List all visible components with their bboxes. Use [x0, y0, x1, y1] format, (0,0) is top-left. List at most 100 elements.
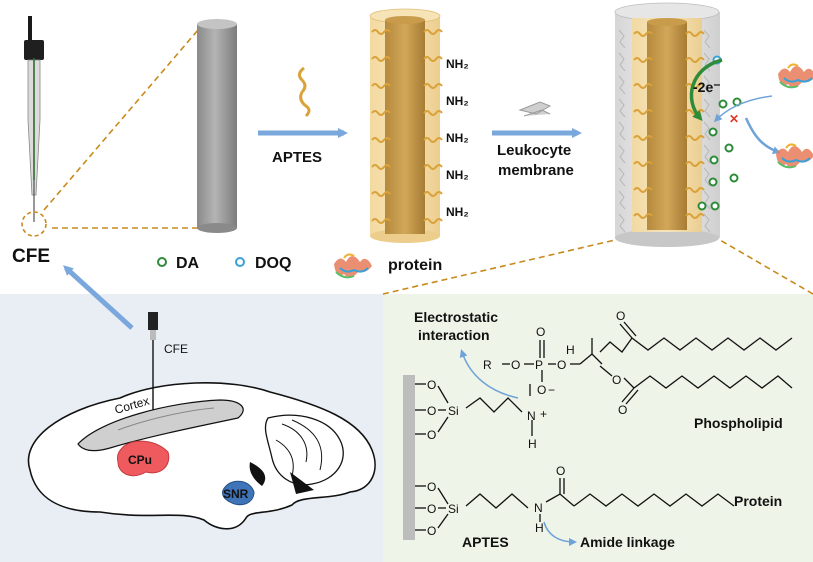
linker-wave: [371, 164, 391, 170]
brain-to-cfe-arrow: [63, 265, 134, 330]
protein-legend-icon: [334, 253, 372, 279]
membrane-protein: [618, 167, 626, 187]
membrane-protein: [618, 121, 626, 141]
membrane-arrow-label-1: Leukocyte: [497, 142, 571, 159]
doq-legend-dot: [235, 257, 245, 267]
da-molecule: [709, 155, 719, 165]
svg-text:O: O: [616, 309, 625, 323]
electrostatic-arrow: [459, 349, 519, 399]
linker-wave: [423, 110, 443, 116]
membrane-protein: [703, 213, 711, 233]
electrostatic-label-2: interaction: [418, 327, 490, 343]
chemistry-panel: [383, 294, 813, 562]
membrane-protein: [618, 213, 626, 233]
amide-linkage-label: Amide linkage: [580, 534, 675, 550]
membrane-protein: [703, 190, 711, 210]
linker-wave: [633, 109, 653, 115]
da-molecule: [708, 177, 718, 187]
svg-text:O: O: [427, 524, 436, 538]
svg-text:O: O: [618, 403, 627, 417]
aminated-rod: [369, 8, 443, 243]
svg-text:O: O: [537, 383, 546, 397]
aptes-arrow-label: APTES: [272, 149, 322, 166]
svg-text:O: O: [427, 378, 436, 392]
linker-wave: [685, 187, 705, 193]
membrane-protein: [618, 75, 626, 95]
svg-text:O: O: [427, 428, 436, 442]
linker-wave: [423, 191, 443, 197]
protein-icon-bottom: [776, 143, 813, 169]
nh2-label: NH₂: [446, 205, 469, 219]
svg-text:H: H: [528, 437, 537, 451]
da-molecule: [708, 127, 718, 137]
chem-atom-labels: O O O Si N + H R O P O O O − H O O O O O…: [427, 309, 627, 538]
linker-wave: [371, 137, 391, 143]
membrane-protein: [618, 98, 626, 118]
linker-wave: [685, 83, 705, 89]
electrode-surface-bar: [403, 375, 415, 540]
oxidation-arrow: [689, 58, 723, 121]
linker-wave: [371, 83, 391, 89]
electron-transfer-label: -2e⁻: [693, 79, 721, 95]
linker-wave: [633, 161, 653, 167]
svg-text:H: H: [566, 343, 575, 357]
svg-text:O: O: [427, 404, 436, 418]
svg-text:O: O: [556, 464, 565, 478]
snr-label: SNR: [223, 487, 249, 501]
protein-legend-label: protein: [388, 257, 442, 274]
svg-text:R: R: [483, 358, 492, 372]
da-molecule: [729, 173, 739, 183]
protein-chem-label: Protein: [734, 493, 782, 509]
linker-wave: [371, 56, 391, 62]
linker-wave: [633, 187, 653, 193]
linker-wave: [685, 57, 705, 63]
amide-arrow: [543, 521, 577, 546]
linker-wave: [371, 110, 391, 116]
electrode-tip-highlight: [21, 211, 47, 237]
nh2-labels: NH₂ NH₂ NH₂ NH₂ NH₂: [446, 57, 469, 219]
linker-wave: [423, 164, 443, 170]
zoom-guide-lines: [43, 29, 813, 295]
svg-text:+: +: [540, 407, 547, 421]
svg-text:H: H: [535, 521, 544, 535]
aptes-molecule-icon: [297, 66, 311, 118]
nh2-label: NH₂: [446, 57, 469, 71]
linker-wave: [685, 31, 705, 37]
linker-wave: [633, 83, 653, 89]
linker-wave: [371, 29, 391, 35]
da-legend-label: DA: [176, 255, 200, 272]
nh2-label: NH₂: [446, 168, 469, 182]
nh2-label: NH₂: [446, 131, 469, 145]
membrane-protein: [618, 29, 626, 49]
linker-wave: [685, 161, 705, 167]
membrane-protein: [618, 52, 626, 72]
linker-wave: [633, 135, 653, 141]
membrane-protein: [703, 167, 711, 187]
svg-text:O: O: [557, 358, 566, 372]
svg-text:O: O: [427, 480, 436, 494]
brain-probe: [148, 312, 158, 410]
svg-text:N: N: [534, 501, 543, 515]
linker-wave: [685, 135, 705, 141]
svg-text:O: O: [536, 325, 545, 339]
svg-text:O: O: [427, 502, 436, 516]
svg-text:Si: Si: [448, 502, 459, 516]
membrane-protein: [703, 144, 711, 164]
da-molecule: [710, 201, 720, 211]
linker-wave: [633, 31, 653, 37]
linker-wave: [423, 83, 443, 89]
svg-text:N: N: [527, 409, 536, 423]
svg-text:−: −: [548, 383, 555, 397]
linker-wave: [633, 57, 653, 63]
da-molecule: [697, 201, 707, 211]
aptes-chem-label: APTES: [462, 534, 509, 550]
svg-text:Si: Si: [448, 404, 459, 418]
membrane-fragment-icon: [518, 101, 552, 117]
carbon-fiber-electrode: [24, 16, 44, 222]
nh2-label: NH₂: [446, 94, 469, 108]
membrane-arrow-label-2: membrane: [498, 162, 574, 179]
svg-text:O: O: [511, 358, 520, 372]
cpu-label: CPu: [128, 453, 152, 467]
chem-bonds: [415, 321, 793, 531]
